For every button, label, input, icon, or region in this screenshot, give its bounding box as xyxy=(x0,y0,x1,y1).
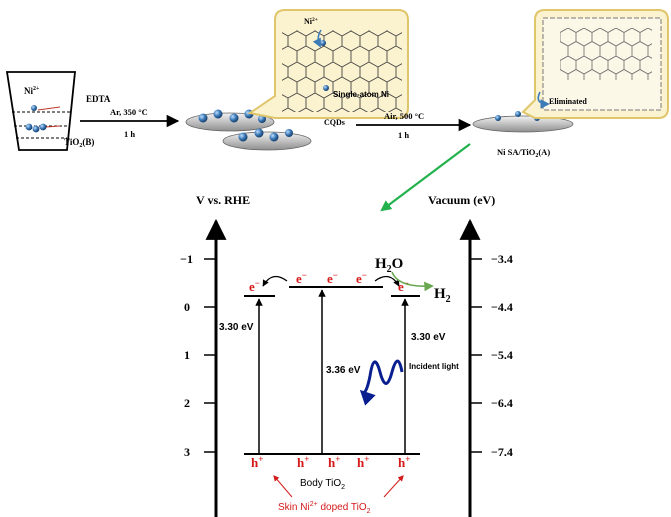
product-disc xyxy=(472,111,574,133)
left-tick-label: 2 xyxy=(184,396,190,410)
incident-light-wave xyxy=(359,359,404,406)
left-ticks: −1 0 1 2 3 xyxy=(180,252,216,459)
zoom-box-eliminated xyxy=(521,9,669,119)
electron-transfer-left xyxy=(262,275,288,287)
single-atom-ni-label: Single-atom Ni xyxy=(333,90,389,99)
ni-ion-dot xyxy=(31,105,37,111)
hole: h+ xyxy=(357,454,369,470)
hole: h+ xyxy=(328,454,340,470)
right-ticks: −3.4 −4.4 −5.4 −6.4 −7.4 xyxy=(470,252,513,459)
right-tick-label: −5.4 xyxy=(491,348,513,362)
hole: h+ xyxy=(398,454,410,470)
skin-pointer-left xyxy=(273,475,293,498)
beaker xyxy=(5,71,76,151)
electron: e− xyxy=(327,270,338,286)
right-axis-title: Vacuum (eV) xyxy=(428,193,495,207)
electron-transfer-right xyxy=(374,275,400,287)
hole: h+ xyxy=(297,454,309,470)
cqd-coated-tio2 xyxy=(185,109,312,151)
body-tio2-label: Body TiO2 xyxy=(300,478,345,491)
left-gap-label: 3.30 eV xyxy=(219,322,254,333)
hydrogen-label: H2 xyxy=(434,286,451,305)
electrons: e− e− e− e− e− xyxy=(249,270,409,294)
ni-ion-zoom xyxy=(320,40,326,46)
h2-evolution-arrow xyxy=(391,271,434,292)
electron: e− xyxy=(249,278,260,294)
tio2-b-label: TiO2(B) xyxy=(64,137,94,149)
tio2-particle xyxy=(39,123,47,131)
step1-condition: Ar, 350 °C xyxy=(110,107,148,117)
zoom1-ion-label: Ni2+ xyxy=(304,17,318,26)
step1-time: 1 h xyxy=(124,129,135,139)
water-label: H2O xyxy=(375,256,403,275)
skin-doped-label: Skin Ni2+ doped TiO2 xyxy=(278,501,371,515)
eliminated-label: Eliminated xyxy=(549,97,587,106)
left-axis-title: V vs. RHE xyxy=(196,193,250,207)
synthesis-scheme: Ni2+ EDTA TiO2(B) Ar, 350 °C 1 h xyxy=(5,9,669,212)
incident-light-label: Incident light xyxy=(409,362,459,371)
right-tick-label: −6.4 xyxy=(491,396,513,410)
edta-label: EDTA xyxy=(86,94,111,104)
cqd-label: CQDs xyxy=(324,118,345,127)
holes: h+ h+ h+ h+ h+ xyxy=(251,454,410,470)
single-atom-ni-dot xyxy=(323,85,329,91)
right-gap-label: 3.30 eV xyxy=(411,332,446,343)
electron: e− xyxy=(296,270,307,286)
left-tick-label: −1 xyxy=(180,252,193,266)
link-arrow xyxy=(380,143,471,212)
middle-gap-label: 3.36 eV xyxy=(326,365,361,376)
band-diagram: V vs. RHE Vacuum (eV) −1 0 1 2 3 −3.4 −4… xyxy=(180,193,513,517)
right-tick-label: −7.4 xyxy=(491,445,513,459)
beaker-ion-label: Ni2+ xyxy=(24,86,40,96)
electron: e− xyxy=(356,270,367,286)
left-tick-label: 0 xyxy=(184,300,190,314)
tio2-particle xyxy=(25,123,33,131)
product-label: Ni SA/TiO2(A) xyxy=(497,147,550,159)
skin-pointer-right xyxy=(383,475,404,498)
tio2-particle xyxy=(32,125,40,133)
right-tick-label: −4.4 xyxy=(491,300,513,314)
left-tick-label: 1 xyxy=(184,348,190,362)
step2-time: 1 h xyxy=(398,130,409,140)
step2-condition: Air, 500 °C xyxy=(384,111,424,121)
hole: h+ xyxy=(251,454,263,470)
electron: e− xyxy=(398,278,409,294)
zoom-box-cqd xyxy=(247,9,409,119)
right-tick-label: −3.4 xyxy=(491,252,513,266)
left-tick-label: 3 xyxy=(184,445,190,459)
